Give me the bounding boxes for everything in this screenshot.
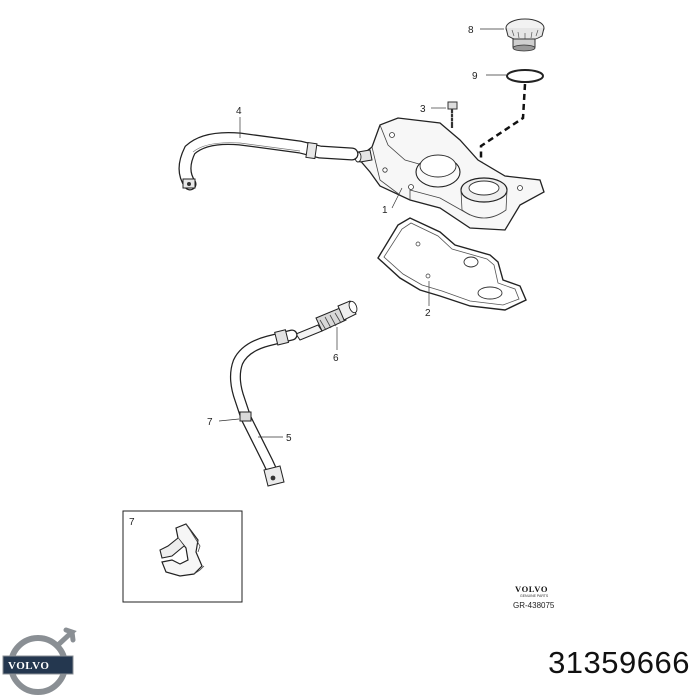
callout-8: 8 <box>468 25 474 36</box>
hose-clip <box>159 523 205 577</box>
callout-9: 9 <box>472 71 478 82</box>
clip-detail-inset: 7 <box>122 510 243 603</box>
valve-cover <box>354 117 545 231</box>
inset-callout-7: 7 <box>129 517 135 528</box>
callout-3: 3 <box>420 104 426 115</box>
callout-6: 6 <box>333 353 339 364</box>
callout-5: 5 <box>286 433 292 444</box>
stamp-subtitle: GENUINE PARTS <box>520 594 549 598</box>
stamp-brand: VOLVO <box>515 584 548 594</box>
valve-cover-gasket <box>377 217 527 311</box>
callout-1: 1 <box>382 205 388 216</box>
callout-2: 2 <box>425 308 431 319</box>
diagram-reference-code: GR-438075 <box>513 601 555 610</box>
bolt <box>447 101 458 128</box>
volvo-logo: VOLVO <box>2 627 77 695</box>
breather-hose <box>178 132 359 191</box>
callout-7: 7 <box>207 417 213 428</box>
assembly-line-cap <box>479 83 527 170</box>
logo-wordmark: VOLVO <box>8 660 49 672</box>
callout-4: 4 <box>236 106 242 117</box>
o-ring-seal <box>506 69 544 83</box>
pcv-valve <box>295 300 358 341</box>
part-number: 31359666 <box>548 645 690 680</box>
ventilation-hose <box>229 329 298 487</box>
oil-filler-cap <box>505 18 545 52</box>
reference-stamp: VOLVO GENUINE PARTS GR-438075 <box>513 584 555 610</box>
